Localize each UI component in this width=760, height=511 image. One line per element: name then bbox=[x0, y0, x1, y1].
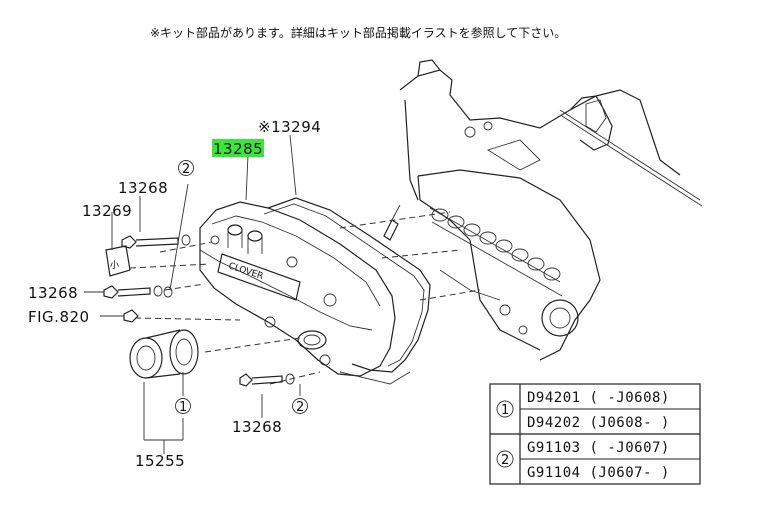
label-13268-mid: 13268 bbox=[28, 284, 78, 302]
table-cell: G91103 ( -J0607) bbox=[527, 440, 670, 456]
table-cell: D94201 ( -J0608) bbox=[527, 390, 670, 406]
ref-circle-1 bbox=[175, 398, 191, 414]
alignment-lines bbox=[129, 211, 481, 385]
ref-2-top: 2 bbox=[182, 162, 190, 177]
label-13268-bottom: 13268 bbox=[232, 418, 282, 436]
table-ref-2: 2 bbox=[501, 453, 509, 468]
table-ref-1: 1 bbox=[501, 403, 509, 418]
label-15255: 15255 bbox=[135, 452, 185, 470]
label-13285: 13285 bbox=[213, 140, 263, 158]
engine-block-illustration bbox=[383, 59, 703, 361]
ref-1: 1 bbox=[179, 400, 187, 415]
kit-note: ※キット部品があります。詳細はキット部品掲載イラストを参照して下さい。 bbox=[150, 25, 566, 40]
table-cell: D94202 (J0608- ) bbox=[527, 415, 670, 431]
highlight-13285 bbox=[212, 139, 264, 157]
label-fig820: FIG.820 bbox=[28, 308, 90, 326]
callout-labels: ※13294 13285 13268 13269 13268 FIG.820 1… bbox=[28, 118, 321, 470]
cover-emblem-text: CLOVER bbox=[227, 261, 264, 282]
label-13269: 13269 bbox=[82, 202, 132, 220]
rocker-cover-illustration: CLOVER bbox=[199, 197, 431, 385]
table-ref-circle-1 bbox=[496, 400, 514, 418]
table-ref-circle-2 bbox=[496, 450, 514, 468]
tag-13269-text: 小 bbox=[110, 260, 119, 271]
label-13294: ※13294 bbox=[258, 118, 321, 136]
ref-circle-2-bottom bbox=[292, 398, 308, 414]
label-13268-top: 13268 bbox=[118, 179, 168, 197]
ref-circle-2-top bbox=[178, 160, 194, 176]
hardware-illustration: 小 bbox=[84, 134, 301, 454]
ref-2-bottom: 2 bbox=[296, 400, 304, 415]
table-cell: G91104 (J0607- ) bbox=[527, 465, 670, 481]
parts-reference-table: 1 2 D94201 ( -J0608) D94202 (J0608- ) G9… bbox=[489, 383, 701, 485]
